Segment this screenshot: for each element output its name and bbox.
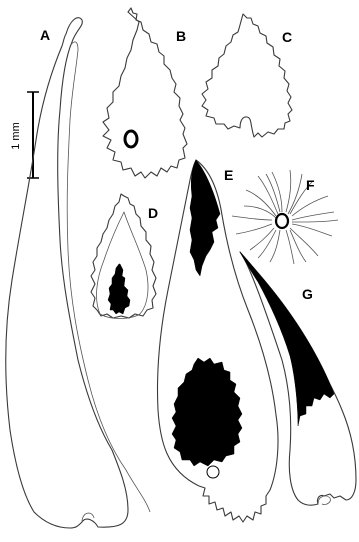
scale-bar: 1 mm bbox=[10, 92, 39, 178]
label-f: F bbox=[306, 177, 315, 193]
specimen-d bbox=[91, 194, 156, 319]
specimen-e-pore bbox=[207, 466, 219, 478]
specimen-a-inner-outline bbox=[67, 42, 150, 512]
specimen-g-base-curl bbox=[318, 496, 330, 505]
label-g: G bbox=[302, 286, 313, 302]
specimen-b bbox=[103, 8, 187, 178]
label-c: C bbox=[282, 29, 292, 45]
specimen-e bbox=[157, 160, 278, 522]
specimen-b-outline bbox=[103, 8, 187, 178]
specimen-a-outline bbox=[6, 18, 128, 528]
specimen-c bbox=[202, 14, 292, 137]
specimen-c-outline bbox=[202, 14, 292, 137]
specimen-g-dark-band bbox=[240, 252, 334, 426]
scale-bar-label: 1 mm bbox=[10, 122, 22, 150]
specimen-f-pore bbox=[276, 214, 288, 228]
specimen-d-dark-core bbox=[108, 264, 130, 314]
specimen-g bbox=[240, 252, 356, 505]
specimen-e-dark-core bbox=[172, 358, 242, 466]
specimen-e-dark-apex bbox=[190, 160, 220, 276]
specimen-f bbox=[232, 170, 338, 264]
specimen-a bbox=[6, 18, 150, 528]
label-e: E bbox=[224, 167, 233, 183]
label-b: B bbox=[176, 28, 186, 44]
label-a: A bbox=[40, 27, 50, 43]
specimen-b-pore bbox=[125, 131, 137, 147]
label-d: D bbox=[148, 205, 158, 221]
